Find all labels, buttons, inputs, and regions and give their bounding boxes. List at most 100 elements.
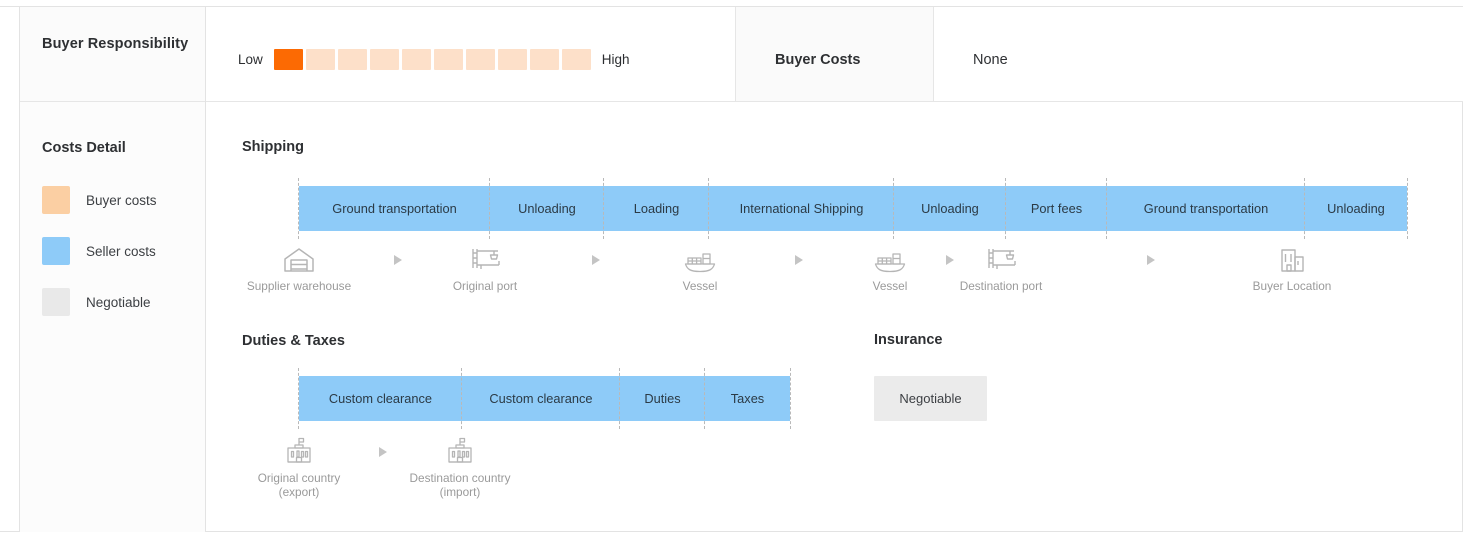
warehouse-icon	[209, 244, 389, 274]
legend-swatch-icon	[42, 186, 70, 214]
scale-segment-empty[interactable]	[529, 49, 559, 70]
port-crane-icon	[395, 244, 575, 274]
scale-high-label: High	[601, 52, 630, 67]
bar-edge-separator	[790, 368, 791, 429]
flow-arrow-icon	[394, 255, 402, 265]
flow-arrow-icon	[592, 255, 600, 265]
milestone: Destination port	[911, 244, 1091, 293]
costs-detail-title: Costs Detail	[42, 140, 126, 156]
building-icon	[1202, 244, 1382, 274]
vessel-icon	[800, 244, 980, 274]
cost-bar-segment-label: Loading	[633, 201, 680, 216]
cost-bar-segment[interactable]: Custom clearance	[461, 368, 620, 429]
milestone-label: Vessel	[872, 279, 908, 293]
scale-segments	[273, 49, 591, 70]
scale-segment-empty[interactable]	[337, 49, 367, 70]
tab-none[interactable]: None	[934, 7, 1463, 101]
cost-bar-segment-label: Unloading	[921, 201, 979, 216]
segment-separator	[1005, 178, 1006, 239]
cost-bar-segment-label: Unloading	[518, 201, 576, 216]
segment-separator	[893, 178, 894, 239]
segment-separator	[461, 368, 462, 429]
page-title: Buyer Responsibility	[42, 36, 189, 52]
segment-separator	[1304, 178, 1305, 239]
cost-bar-segment[interactable]: Loading	[603, 178, 709, 239]
flow-arrow-icon	[1147, 255, 1155, 265]
cost-bar-segment[interactable]: Ground transportation	[1106, 178, 1305, 239]
cost-bar-segment-label: Custom clearance	[328, 391, 433, 406]
scale-segment-empty[interactable]	[369, 49, 399, 70]
milestone-label-secondary: (import)	[439, 485, 481, 499]
scale-segment-empty[interactable]	[465, 49, 495, 70]
flow-arrow-icon	[379, 447, 387, 457]
scale-segment-empty[interactable]	[305, 49, 335, 70]
milestone: Original port	[395, 244, 575, 293]
cost-bar-segment-label: International Shipping	[739, 201, 864, 216]
segment-separator	[708, 178, 709, 239]
segment-separator	[704, 368, 705, 429]
shipping-section-title: Shipping	[242, 139, 305, 155]
scale-segment-empty[interactable]	[433, 49, 463, 70]
scale-segment-empty[interactable]	[497, 49, 527, 70]
flow-arrow-icon	[795, 255, 803, 265]
shipping-cost-bar: Ground transportation Unloading Loading Int…	[298, 178, 1408, 239]
milestone: Destination country(import)	[370, 436, 550, 499]
scale-segment-filled[interactable]	[273, 49, 303, 70]
cost-bar-segment[interactable]: Unloading	[1304, 178, 1407, 239]
cost-bar-segment[interactable]: Unloading	[489, 178, 604, 239]
milestone: Buyer Location	[1202, 244, 1382, 293]
cost-bar-segment[interactable]: Custom clearance	[299, 376, 462, 421]
cost-bar-segment[interactable]: Port fees	[1005, 178, 1107, 239]
legend-label: Negotiable	[86, 294, 151, 310]
insurance-value: Negotiable	[899, 391, 962, 406]
segment-separator	[1106, 178, 1107, 239]
legend-label: Buyer costs	[86, 192, 157, 208]
cost-bar-segment-label: Unloading	[1327, 201, 1385, 216]
sidebar-vertical-divider	[205, 7, 206, 532]
legend-label: Seller costs	[86, 243, 156, 259]
panel-left-edge	[19, 7, 20, 532]
scale-segment-empty[interactable]	[401, 49, 431, 70]
cost-bar-segment-label: Taxes	[730, 391, 765, 406]
buyer-responsibility-scale-cell: Low High	[206, 7, 735, 101]
milestone-label: Destination country	[409, 471, 511, 485]
cost-bar-segment[interactable]: Unloading	[893, 178, 1006, 239]
cost-bar-segment[interactable]: Taxes	[704, 368, 790, 429]
segment-separator	[603, 178, 604, 239]
segment-separator	[619, 368, 620, 429]
cost-bar-segment[interactable]: Duties	[619, 368, 705, 429]
milestone-label: Destination port	[959, 279, 1043, 293]
duties-cost-bar: Custom clearance Custom clearance Duties Ta…	[298, 368, 791, 429]
cost-bar-segment-label: Ground transportation	[332, 201, 457, 216]
milestone-label: Vessel	[682, 279, 718, 293]
flow-arrow-icon	[946, 255, 954, 265]
legend-swatch-icon	[42, 237, 70, 265]
customs-building-icon	[209, 436, 389, 466]
header-bottom-divider	[20, 101, 1463, 102]
sidebar-header-background	[20, 7, 205, 101]
scale-segment-empty[interactable]	[561, 49, 591, 70]
cost-bar-segment-label: Duties	[644, 391, 681, 406]
milestone-label: Buyer Location	[1252, 279, 1332, 293]
bar-edge-separator	[298, 368, 299, 429]
insurance-section-title: Insurance	[874, 332, 943, 348]
legend-swatch-icon	[42, 288, 70, 316]
cost-bar-segment-label: Custom clearance	[489, 391, 593, 406]
responsibility-scale: Low High	[238, 49, 630, 70]
cost-bar-segment[interactable]: Ground transportation	[299, 186, 490, 231]
port-crane-icon	[911, 244, 1091, 274]
legend-item: Buyer costs	[42, 186, 157, 214]
tab-buyer-costs-label: Buyer Costs	[775, 52, 861, 68]
scale-low-label: Low	[238, 52, 263, 67]
insurance-negotiable-box: Negotiable	[874, 376, 987, 421]
milestone-label: Supplier warehouse	[246, 279, 352, 293]
cost-bar-segment[interactable]: International Shipping	[708, 178, 894, 239]
duties-section-title: Duties & Taxes	[242, 333, 345, 349]
milestone: Supplier warehouse	[209, 244, 389, 293]
bar-edge-separator	[298, 178, 299, 239]
tab-buyer-costs[interactable]: Buyer Costs	[735, 7, 934, 101]
legend-item: Seller costs	[42, 237, 157, 265]
milestone-label-secondary: (export)	[278, 485, 320, 499]
